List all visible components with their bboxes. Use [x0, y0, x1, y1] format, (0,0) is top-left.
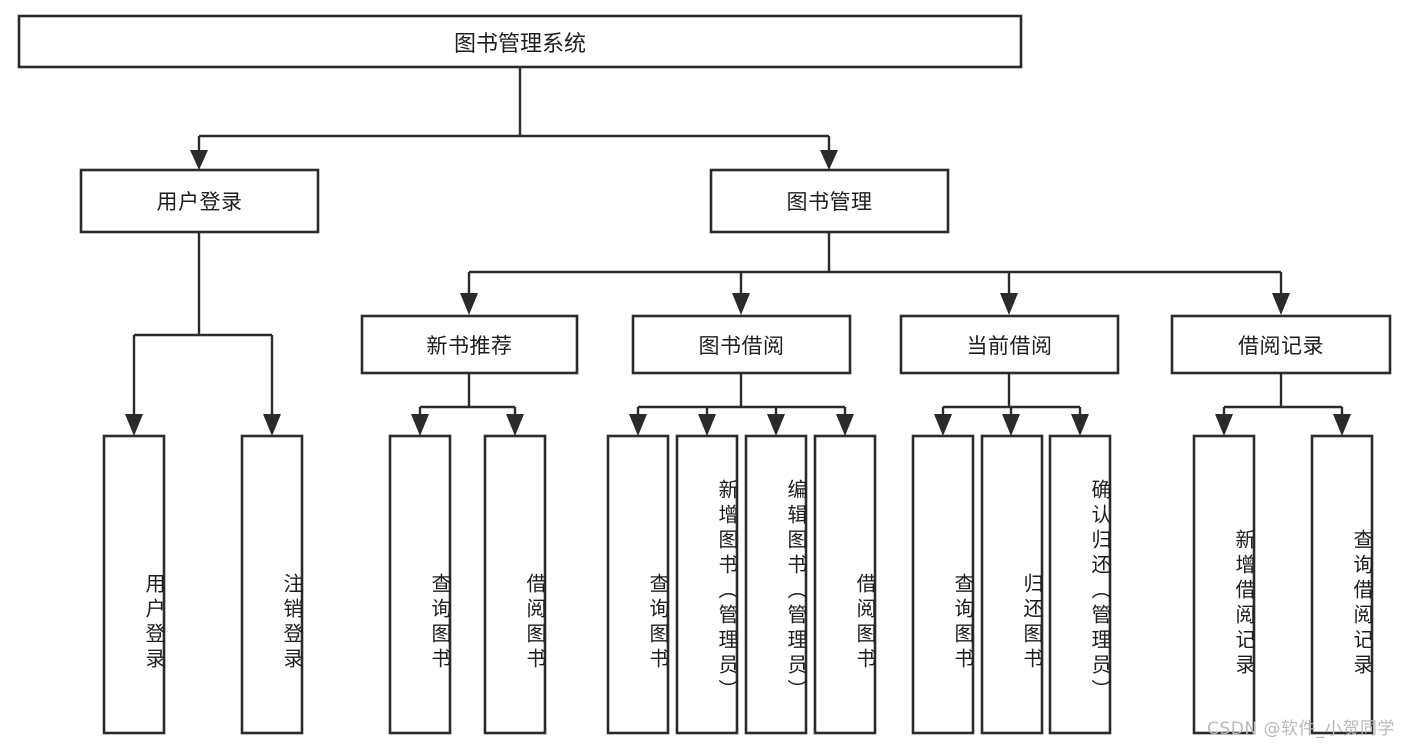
node-box-leaf-confirm-return[interactable]	[1048, 434, 1112, 735]
connector-borrow-record-to-leaves	[1215, 373, 1351, 436]
node-box-borrow-record[interactable]	[1170, 314, 1392, 375]
connector-current-borrow-to-leaves	[934, 373, 1089, 436]
node-box-leaf-logout[interactable]	[240, 434, 304, 735]
node-box-leaf-add-book[interactable]	[675, 434, 739, 735]
node-box-leaf-query-book-2[interactable]	[606, 434, 670, 735]
csdn-watermark: CSDN @软件_小贺同学	[1207, 719, 1395, 739]
node-box-leaf-user-login[interactable]	[102, 434, 166, 735]
connector-user-login-to-leaves	[125, 232, 281, 436]
node-box-leaf-return-book[interactable]	[980, 434, 1044, 735]
node-box-leaf-borrow-book-1[interactable]	[483, 434, 547, 735]
node-box-root[interactable]	[17, 14, 1023, 69]
node-box-leaf-borrow-book-2[interactable]	[813, 434, 877, 735]
node-box-new-book-recommend[interactable]	[360, 314, 579, 375]
node-box-book-borrow[interactable]	[631, 314, 852, 375]
node-box-current-borrow[interactable]	[899, 314, 1120, 375]
connector-book-borrow-to-leaves	[629, 373, 854, 436]
connector-new-book-recommend-to-leaves	[411, 373, 524, 436]
node-box-leaf-query-book-3[interactable]	[911, 434, 975, 735]
connector-book-manage-to-level3	[460, 232, 1290, 315]
connector-root-to-level2	[190, 67, 838, 170]
node-box-book-manage[interactable]	[709, 168, 950, 234]
node-box-leaf-add-record[interactable]	[1192, 434, 1256, 735]
node-box-leaf-query-book-1[interactable]	[388, 434, 452, 735]
node-box-user-login[interactable]	[79, 168, 320, 234]
node-box-leaf-edit-book[interactable]	[744, 434, 808, 735]
node-box-leaf-query-record[interactable]	[1310, 434, 1374, 735]
